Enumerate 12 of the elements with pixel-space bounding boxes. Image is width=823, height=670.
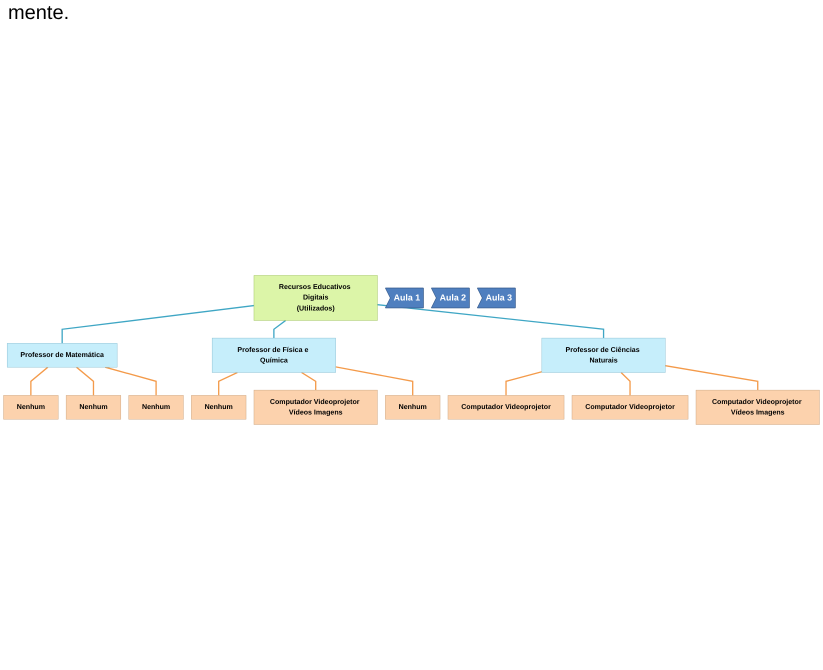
- connector: [104, 366, 157, 396]
- connector: [62, 304, 254, 344]
- connector: [665, 365, 758, 390]
- connector: [76, 366, 94, 396]
- text-fragment: mente.: [8, 2, 70, 24]
- connector: [301, 372, 316, 390]
- connector: [335, 366, 414, 396]
- connector: [273, 320, 286, 338]
- connector: [620, 372, 631, 396]
- connector: [377, 304, 604, 338]
- connector: [30, 366, 48, 396]
- connector: [505, 371, 542, 396]
